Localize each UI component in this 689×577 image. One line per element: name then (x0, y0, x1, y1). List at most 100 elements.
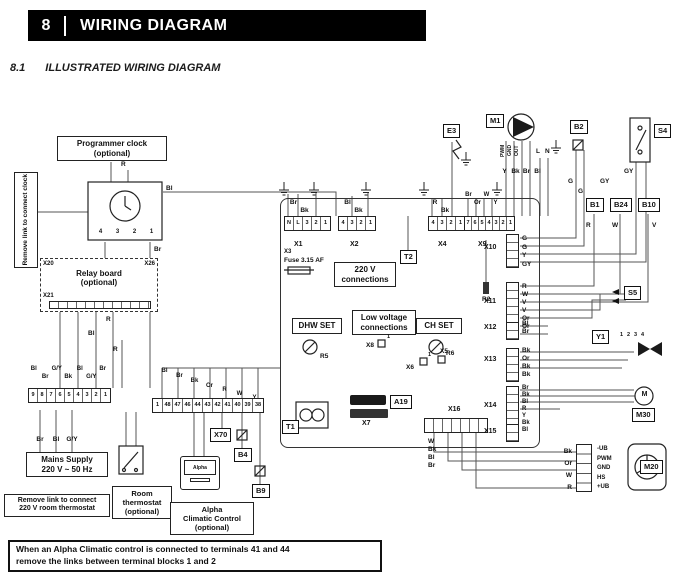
gas-valve-y1-icon (638, 342, 662, 356)
connector-strip-x15 (506, 424, 519, 442)
chapter-header: 8 WIRING DIAGRAM (28, 10, 426, 41)
r5-label: R5 (320, 353, 329, 360)
x5-label: X5 (440, 348, 448, 355)
x6-plug-icon (419, 357, 428, 366)
b10-wire-label: V (652, 222, 657, 229)
spark-electrode-icon (452, 139, 462, 160)
x2-label: X2 (350, 241, 359, 248)
remove-link-clock-box: Remove link to connect clock (14, 172, 38, 268)
relay-x21-label: X21 (43, 293, 54, 299)
b1-label: B1 (586, 198, 604, 212)
relay-board-box: X20 X26 X21 Relay board (optional) (40, 258, 158, 312)
left-wire-label-2: Bl (88, 330, 95, 337)
x11-label: X11 (484, 298, 497, 305)
sensor-b2-icon (572, 139, 584, 151)
connector-strip-x13 (506, 348, 519, 382)
b24-wire-label: W (612, 222, 619, 229)
x14-label: X14 (484, 402, 497, 409)
motor-m30-icon (634, 386, 654, 406)
e3-label: E3 (443, 124, 461, 138)
ground-icon (419, 182, 429, 196)
climatic-note-box: When an Alpha Climatic control is connec… (8, 540, 382, 572)
lv-block-wire-labels: BlBrBkOrRWY (161, 368, 257, 401)
chapter-title: WIRING DIAGRAM (80, 16, 228, 34)
b2-wire-label-2: G (578, 188, 584, 195)
header-separator (64, 15, 66, 36)
section-title: ILLUSTRATED WIRING DIAGRAM (45, 62, 221, 74)
ground-icon (361, 182, 371, 196)
programmer-clock-box: Programmer clock (optional) (57, 136, 167, 162)
a19-label: A19 (390, 395, 412, 409)
x1-label: X1 (294, 241, 303, 248)
pump-m1-icon (507, 113, 535, 141)
section-number: 8.1 (10, 62, 26, 74)
t2-label: T2 (400, 250, 417, 264)
ground-symbols (279, 140, 561, 196)
sensor-b9-icon (254, 465, 266, 477)
relay-board-title: Relay board (optional) (76, 269, 122, 287)
x7-label: X7 (362, 420, 371, 427)
x15-label: X15 (484, 428, 497, 435)
x8-pin-label: 1 (387, 334, 391, 340)
x4-label: X4 (438, 241, 447, 248)
s5-arrows-icon (612, 289, 619, 304)
x16-label: X16 (448, 406, 461, 413)
b1-wire-label: R (586, 222, 591, 229)
b4-label: B4 (234, 448, 252, 462)
relay-x20-label: X20 (43, 261, 54, 267)
x9-label: X9 (478, 241, 487, 248)
chapter-number: 8 (41, 16, 51, 34)
switch-s4-icon (629, 117, 651, 163)
connector-strip-x10 (506, 234, 519, 268)
r6-label: R6 (446, 350, 455, 357)
x6-label: X6 (406, 364, 414, 371)
x6-pin-label: 1 (428, 352, 432, 358)
main-pcb-outline (280, 198, 540, 448)
clock-wire-label-br: Br (154, 246, 162, 253)
s4-wire-label-2: GY (624, 168, 634, 175)
220v-connections-box: 220 V connections (334, 262, 396, 288)
fuse-label: Fuse 3.15 AF (284, 257, 324, 264)
s4-wire-label-1: GY (600, 178, 610, 185)
x3-label: X3 (284, 249, 292, 255)
fuse-icon (284, 266, 314, 275)
mains-supply-box: Mains Supply 220 V ~ 50 Hz (26, 452, 108, 478)
b2-label: B2 (570, 120, 588, 134)
alpha-climatic-box: Alpha Climatic Control (optional) (170, 502, 254, 535)
a19-connector-icon (350, 395, 386, 405)
x70-label: X70 (210, 428, 232, 442)
relay-x26-label: X26 (144, 261, 155, 267)
ground-icon (492, 182, 502, 196)
low-voltage-connections-box: Low voltage connections (352, 310, 416, 336)
left-wire-label-3: R (113, 346, 118, 353)
m30-label: M30 (632, 408, 655, 422)
y1-label: Y1 (592, 330, 610, 344)
ch-set-box: CH SET (416, 318, 462, 334)
climatic-display-icon: Alpha (180, 456, 220, 490)
s4-label: S4 (654, 124, 672, 138)
x8-plug-icon (377, 339, 386, 348)
clock-wire-label-bl: Bl (166, 185, 173, 192)
clock-wire-label-r: R (121, 161, 126, 168)
climatic-display-buttons (190, 478, 210, 482)
room-thermostat-icon (118, 445, 144, 475)
s5-label: S5 (624, 286, 642, 300)
dhw-pot-icon (302, 339, 318, 355)
transformer-t1-icon (295, 401, 329, 429)
icons (87, 113, 667, 491)
section-heading: 8.1 ILLUSTRATED WIRING DIAGRAM (10, 62, 220, 74)
x12-label: X12 (484, 324, 497, 331)
